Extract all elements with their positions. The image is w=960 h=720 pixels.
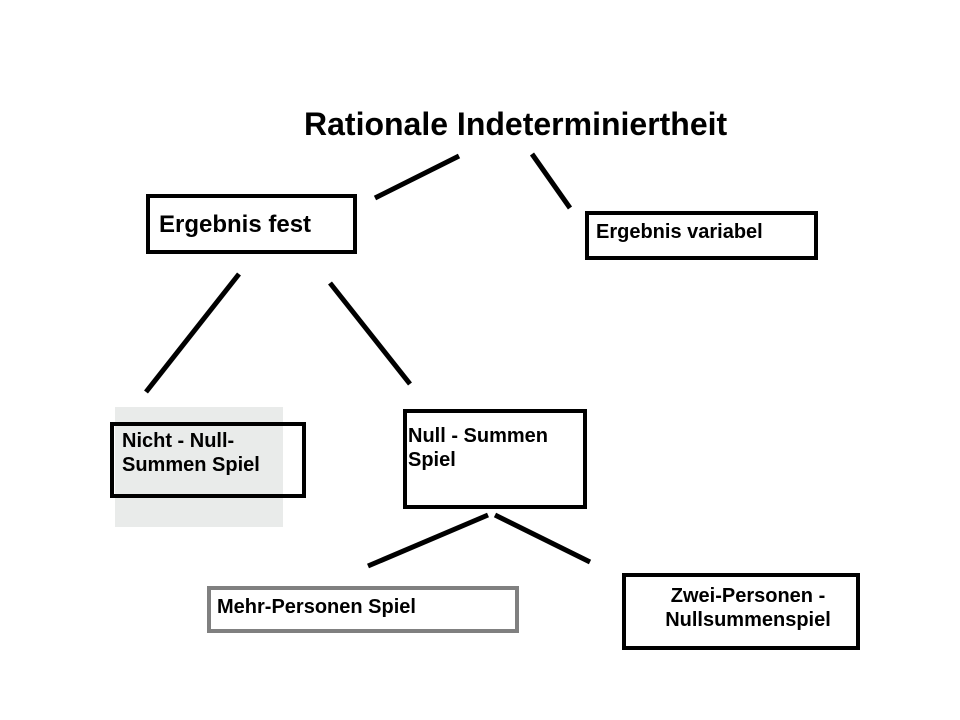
non-zero-sum-box bbox=[110, 422, 306, 498]
non-zero-sum-line-2: Summen Spiel bbox=[122, 453, 260, 476]
non-zero-sum-label: Nicht - Null- Summen Spiel bbox=[122, 430, 302, 477]
connector-zero-sum-to-multi-person bbox=[367, 512, 489, 569]
two-person-zero-sum-label: Zwei-Personen - Nullsummenspiel bbox=[634, 585, 862, 632]
two-person-line-2: Nullsummenspiel bbox=[665, 608, 831, 631]
zero-sum-label: Null - Summen Spiel bbox=[408, 425, 548, 472]
connector-title-to-outcome-fixed bbox=[373, 153, 461, 201]
connector-outcome-fixed-to-non-zero-sum bbox=[144, 272, 241, 394]
multi-person-label: Mehr-Personen Spiel bbox=[217, 596, 416, 618]
two-person-zero-sum-box bbox=[622, 573, 860, 650]
non-zero-sum-shade bbox=[115, 407, 283, 527]
outcome-variable-box bbox=[585, 211, 818, 260]
outcome-fixed-label: Ergebnis fest bbox=[159, 211, 312, 238]
zero-sum-line-1: Null - Summen bbox=[408, 425, 549, 447]
outcome-variable-label: Ergebnis variabel bbox=[596, 221, 763, 243]
outcome-fixed-box bbox=[146, 194, 357, 254]
zero-sum-line-2: Spiel bbox=[408, 448, 456, 471]
connector-outcome-fixed-to-zero-sum bbox=[328, 281, 412, 386]
connector-zero-sum-to-two-person bbox=[493, 512, 592, 565]
non-zero-sum-line-1: Nicht - Null- bbox=[122, 430, 235, 452]
connector-title-to-outcome-variable bbox=[529, 152, 573, 210]
two-person-line-1: Zwei-Personen - bbox=[670, 585, 826, 607]
diagram-title: Rationale Indeterminiertheit bbox=[304, 106, 728, 142]
multi-person-box bbox=[207, 586, 519, 633]
zero-sum-box bbox=[403, 409, 587, 509]
